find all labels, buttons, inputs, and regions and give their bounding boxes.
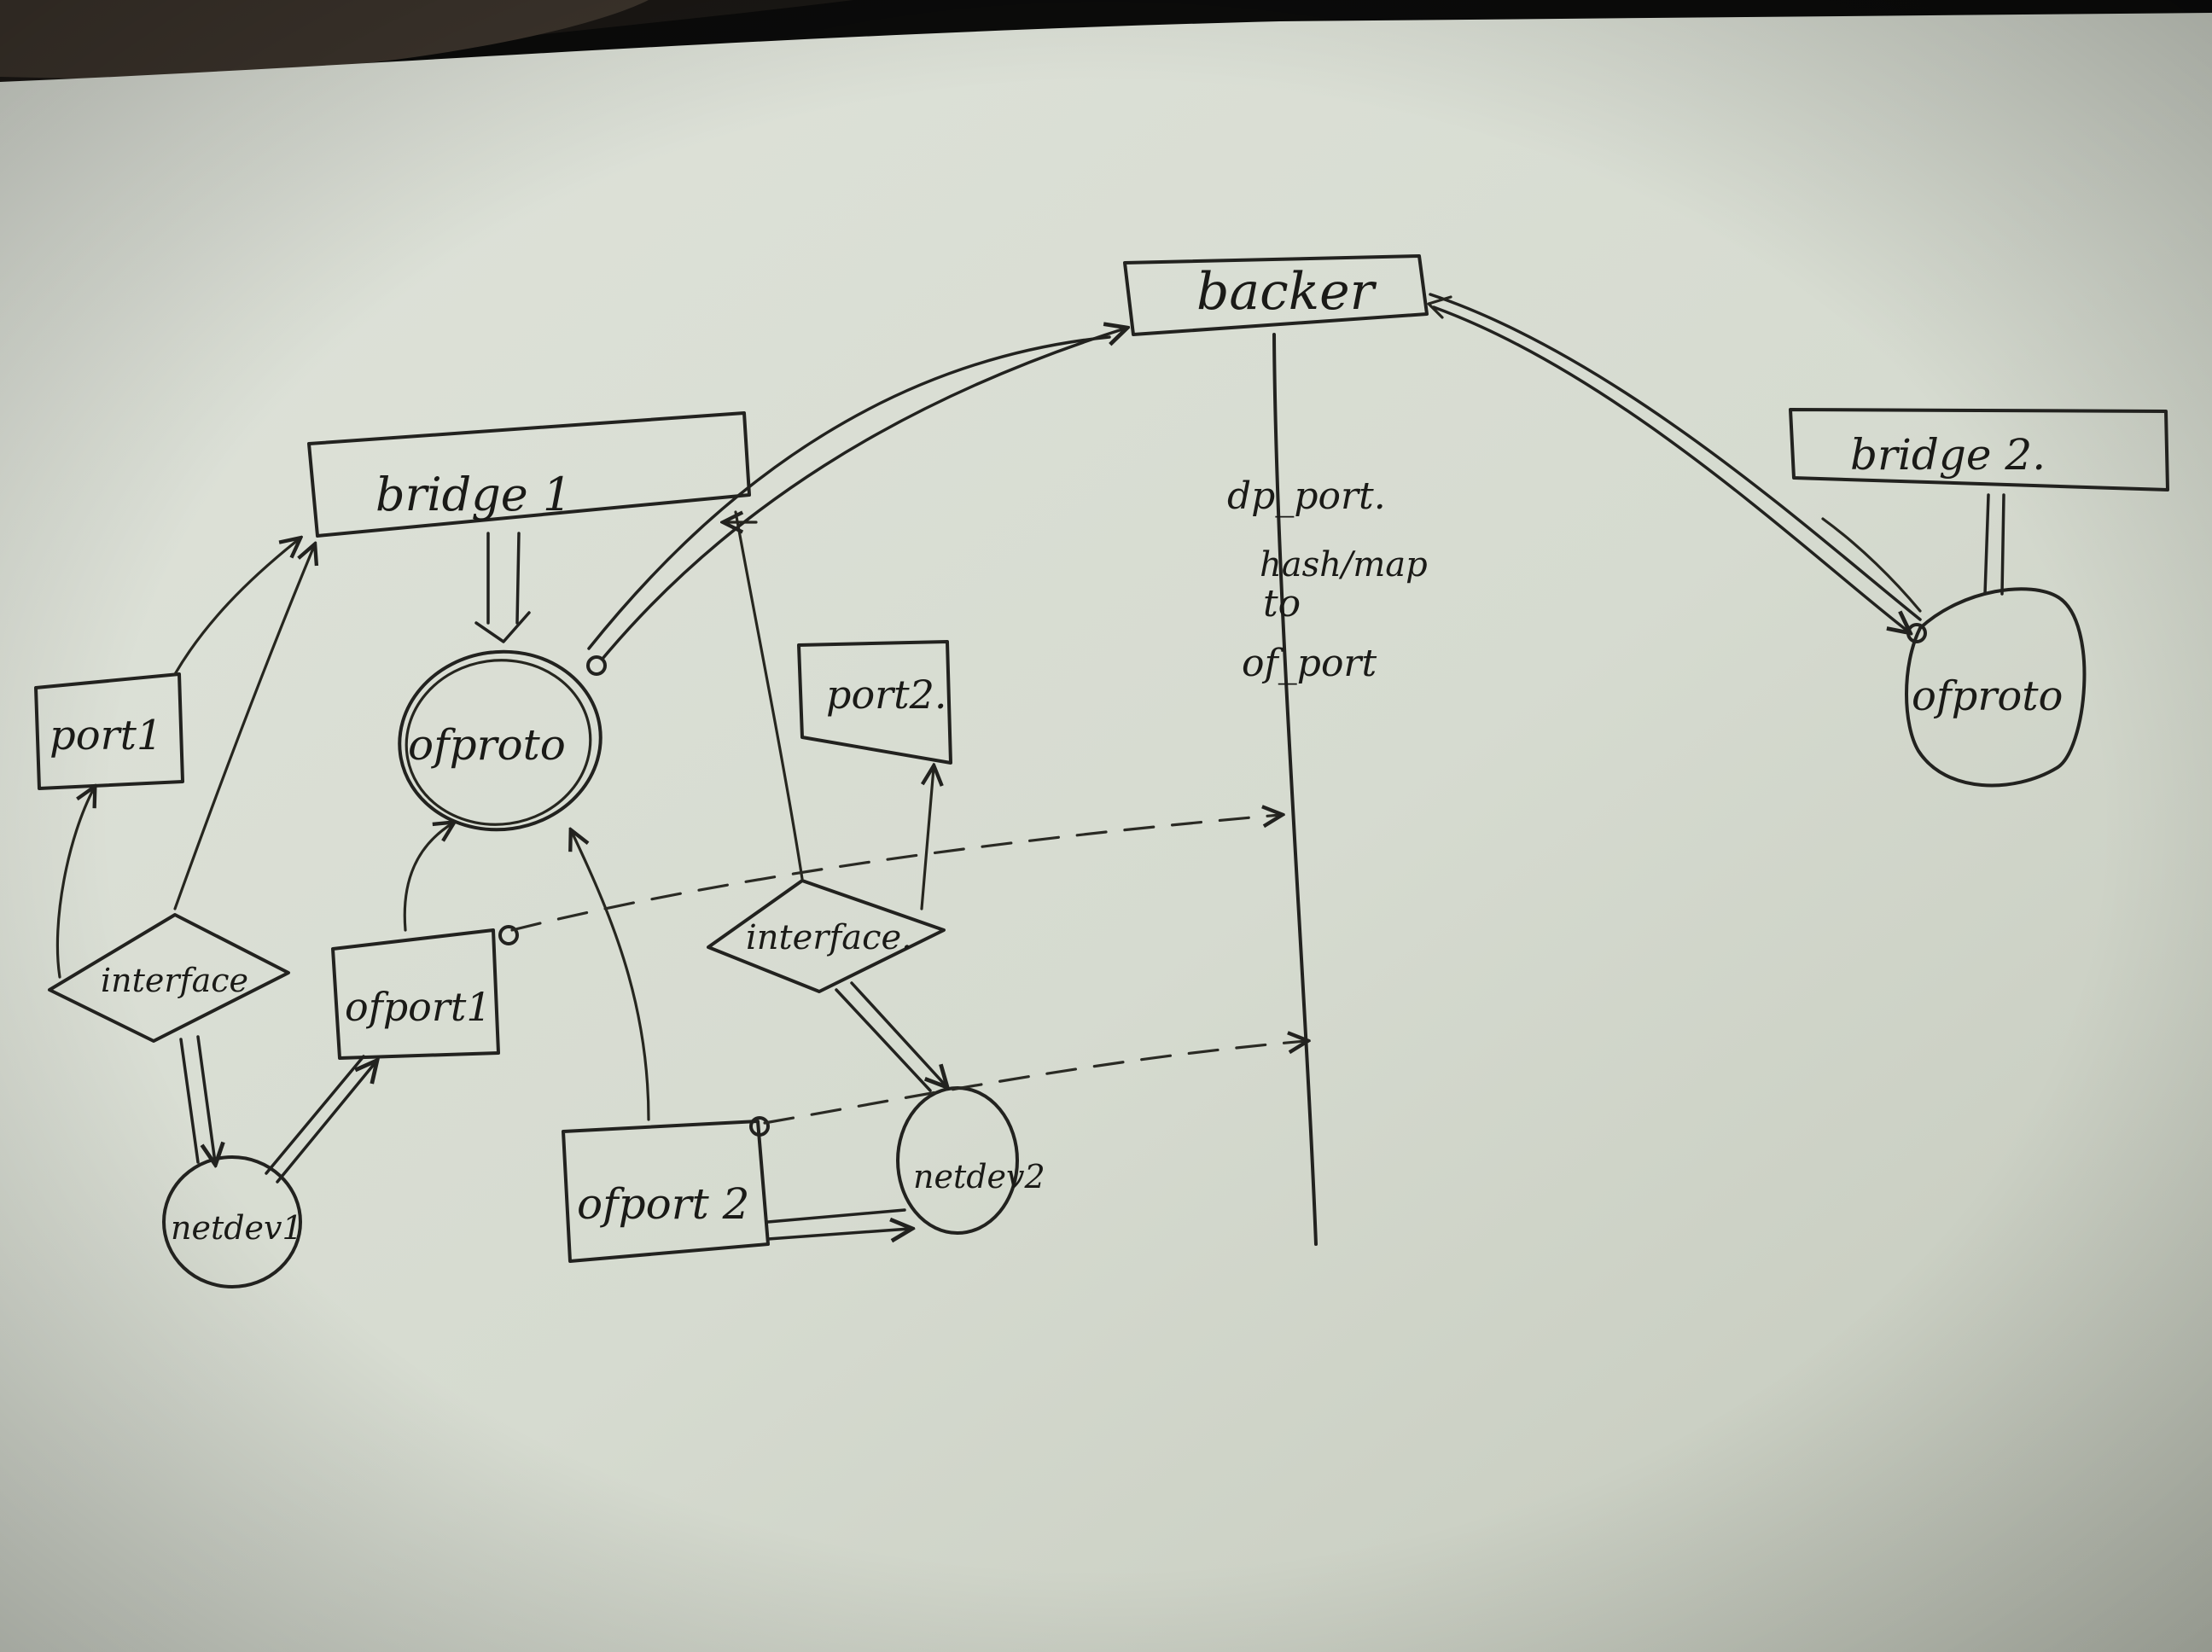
annotation-line-3: to (1263, 582, 1301, 625)
port2-node: port2. (797, 640, 952, 765)
interface-left-label: interface (101, 962, 248, 999)
annotation: dp_port. hash/map to of_port (1227, 474, 1428, 685)
annotation-line-2: hash/map (1260, 545, 1428, 585)
bridge1-label: bridge 1 (375, 468, 572, 521)
bridge2-node: bridge 2. (1789, 408, 2169, 492)
ofport2-label: ofport 2 (577, 1179, 749, 1229)
bridge2-label: bridge 2. (1850, 430, 2046, 480)
netdev2-node: netdev2 (896, 1086, 1045, 1235)
ofport1-node: ofport1 (331, 925, 519, 1060)
ofproto-left-node: ofproto (398, 649, 607, 832)
annotation-line-4: of_port (1242, 642, 1377, 685)
backer-label: backer (1196, 262, 1377, 322)
ofproto-right-node: ofproto (1905, 587, 2087, 788)
dashed-links (510, 815, 1306, 1125)
interface-left-node: interface (48, 913, 290, 1043)
ofport2-node: ofport 2 (562, 1116, 770, 1263)
ofproto-left-label: ofproto (408, 720, 566, 770)
port1-node: port1 (34, 672, 184, 790)
netdev1-label: netdev1 (171, 1209, 303, 1247)
netdev1-node: netdev1 (162, 1155, 303, 1288)
backer-vertical-line (1272, 333, 1318, 1246)
ofproto-right-label: ofproto (1912, 672, 2063, 720)
port1-label: port1 (49, 712, 162, 759)
bridge1-node: bridge 1 (307, 411, 751, 538)
connectors (55, 293, 2005, 1239)
interface-mid-label: interface. (746, 918, 912, 957)
backer-node: backer (1123, 254, 1429, 336)
interface-mid-node: interface. (707, 879, 946, 993)
port2-label: port2. (826, 672, 947, 718)
annotation-line-1: dp_port. (1227, 474, 1386, 518)
ofport1-label: ofport1 (345, 984, 492, 1030)
netdev2-label: netdev2 (913, 1158, 1045, 1195)
